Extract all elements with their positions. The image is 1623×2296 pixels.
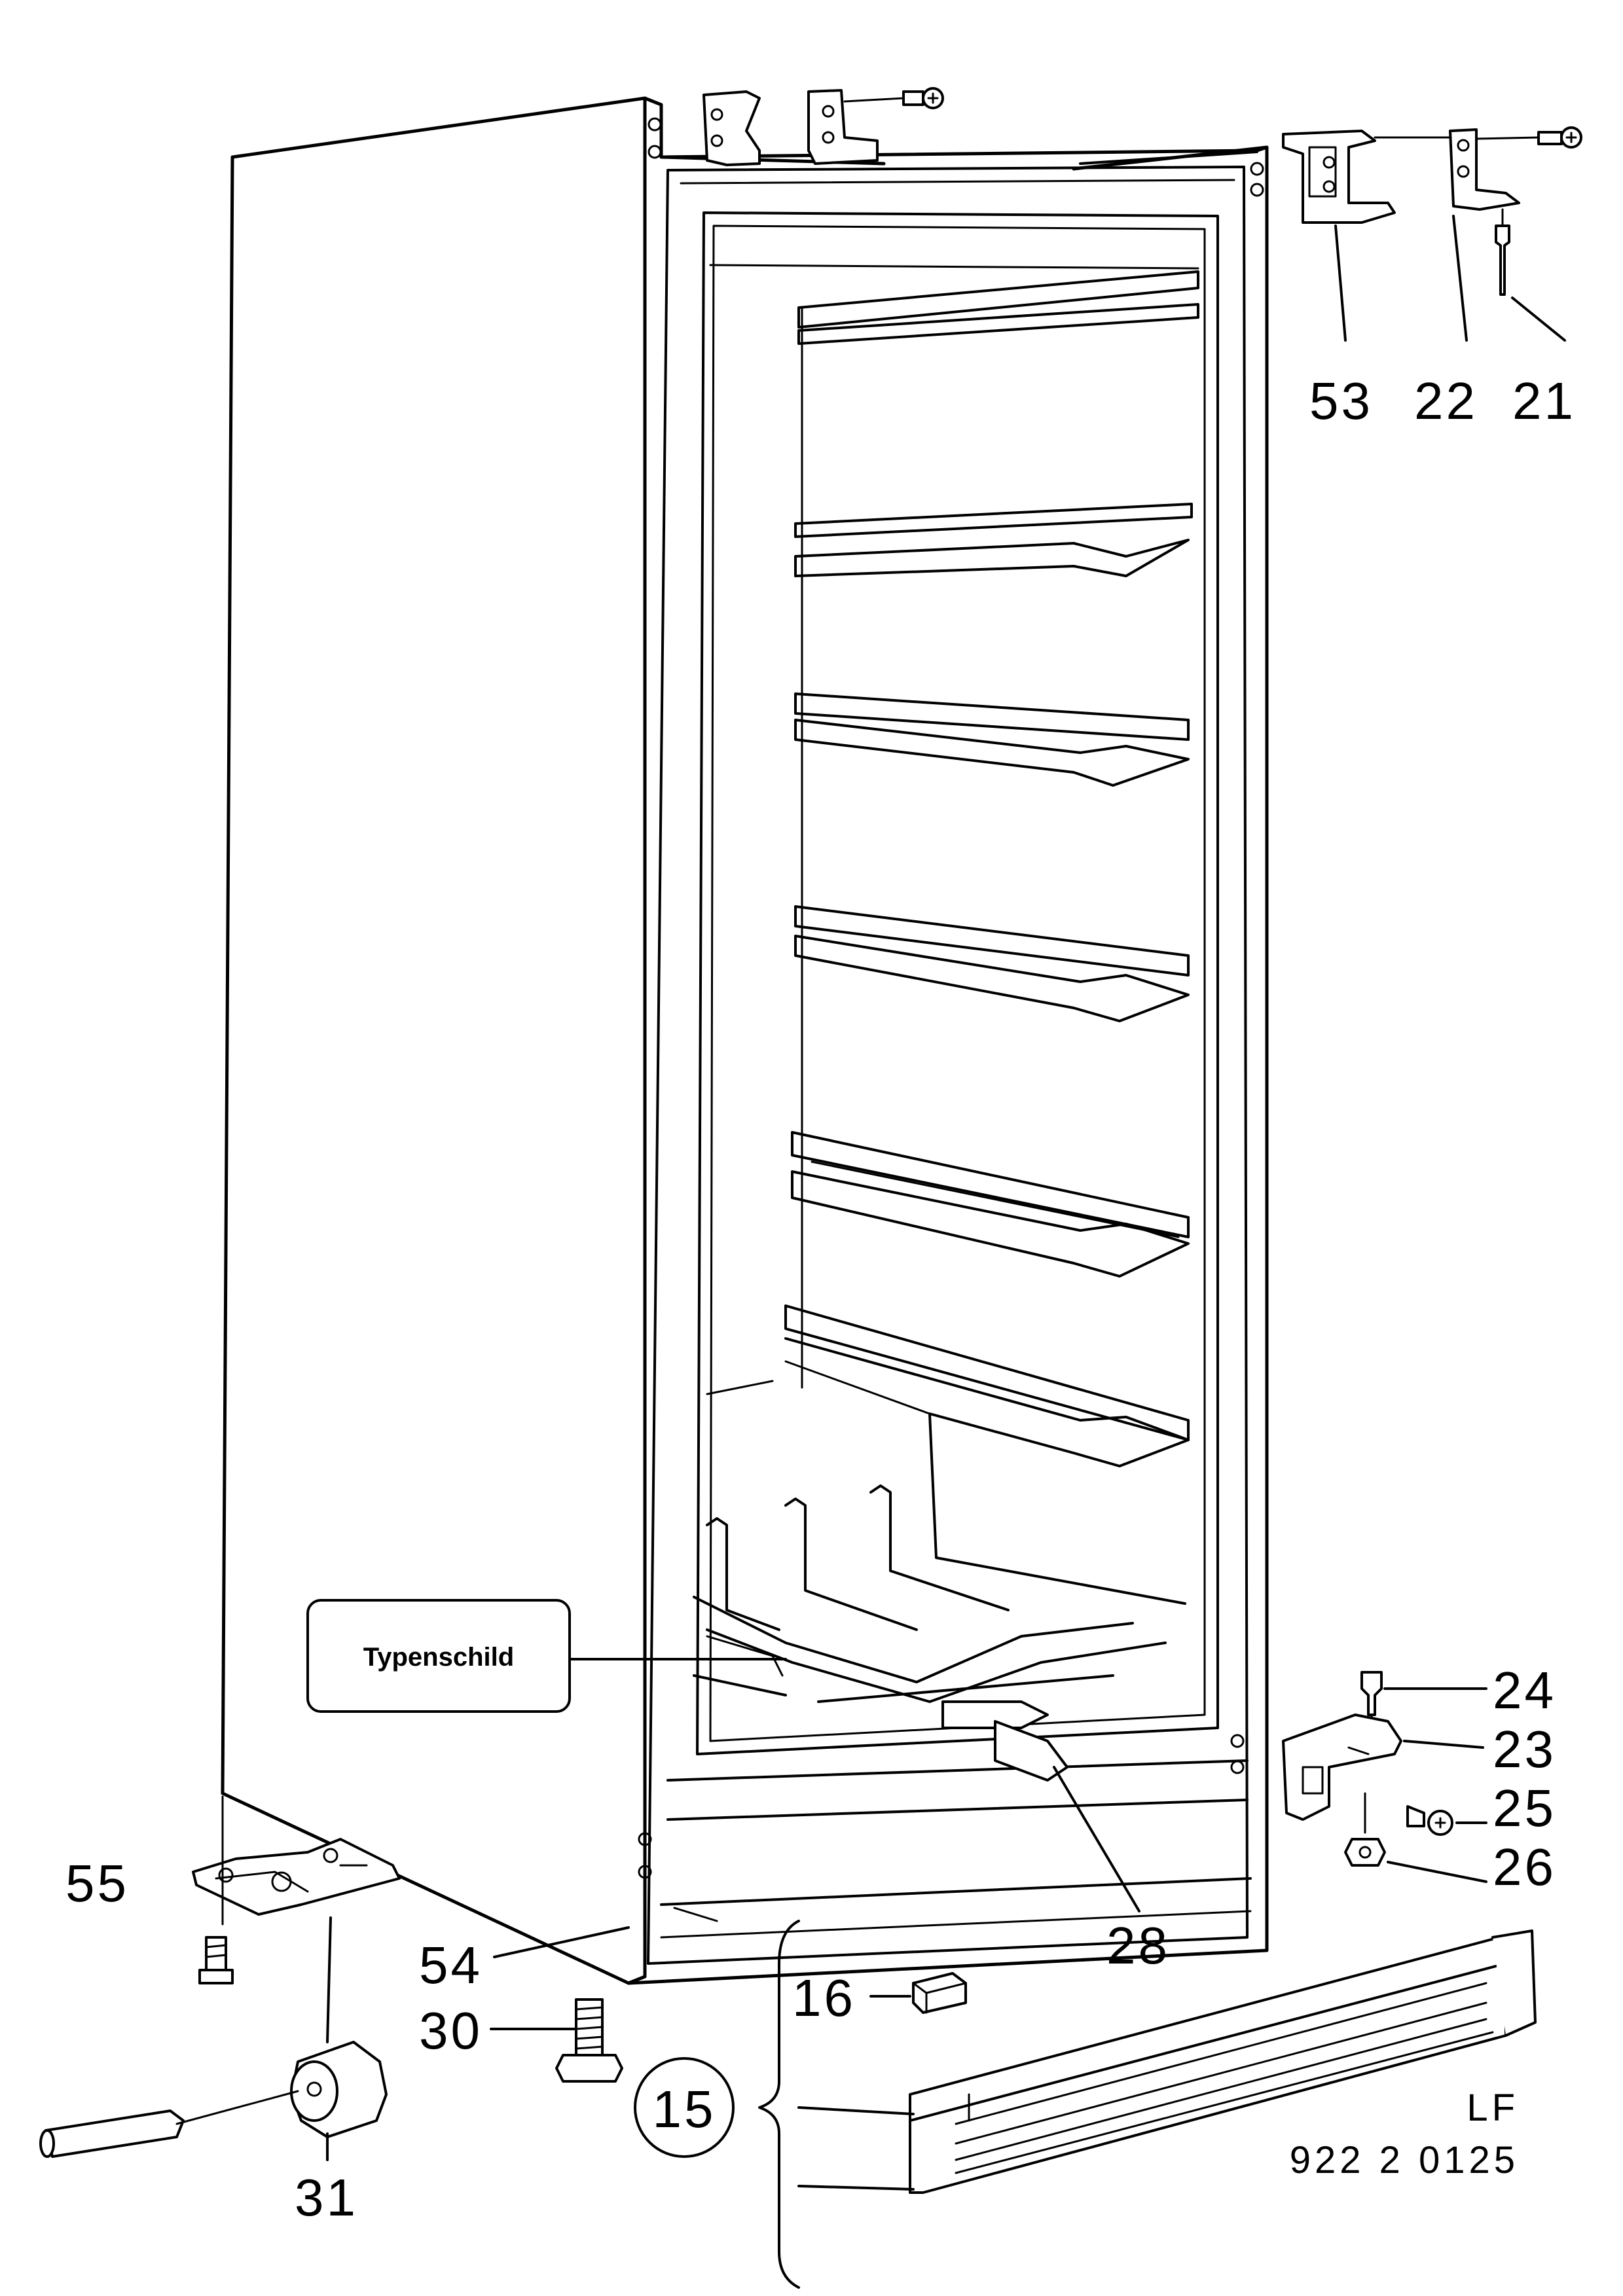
top-right-leader-lines [1334, 215, 1566, 342]
bottom-hinge-left [192, 1795, 401, 1984]
leveling-screw [490, 1998, 623, 2083]
callout-23: 23 [1493, 1720, 1556, 1778]
callout-21: 21 [1512, 372, 1576, 430]
callout-54: 54 [419, 1936, 483, 1994]
evaporator-coils [693, 1484, 1167, 1782]
callout-25: 25 [1493, 1779, 1556, 1837]
drawing-code-line1: LF [1467, 2087, 1519, 2129]
callout-31: 31 [295, 2168, 358, 2227]
callout-16: 16 [792, 1969, 856, 2027]
leader-54 [493, 1926, 630, 1958]
callout-26: 26 [1493, 1838, 1556, 1896]
callout-30: 30 [419, 2001, 483, 2060]
drawing-code: LF 922 2 0125 [1290, 2087, 1519, 2181]
bottom-hinge-right [1282, 1671, 1453, 1867]
shelf-support-rails [784, 270, 1199, 1605]
callout-numbers: 53 22 21 24 23 25 26 28 55 54 30 16 15 3… [65, 372, 1576, 2227]
cabinet-body [221, 96, 1269, 1985]
callout-22: 22 [1414, 372, 1478, 430]
top-hinge-left [702, 87, 944, 166]
drawing-code-line2: 922 2 0125 [1290, 2139, 1519, 2181]
nameplate-label: Typenschild [363, 1643, 514, 1672]
callout-28: 28 [1106, 1916, 1170, 1975]
group-circle-15 [634, 2057, 735, 2158]
callout-15: 15 [653, 2080, 716, 2138]
foot-roller [39, 1916, 388, 2161]
callout-53: 53 [1309, 372, 1373, 430]
nameplate-callout: Typenschild [306, 1599, 787, 1713]
callout-24: 24 [1493, 1661, 1556, 1719]
top-hinge-right [1282, 126, 1582, 296]
bottom-right-leader-lines [1053, 1687, 1487, 1912]
plinth-kickplate [634, 1920, 1537, 2289]
callout-55: 55 [65, 1854, 129, 1912]
